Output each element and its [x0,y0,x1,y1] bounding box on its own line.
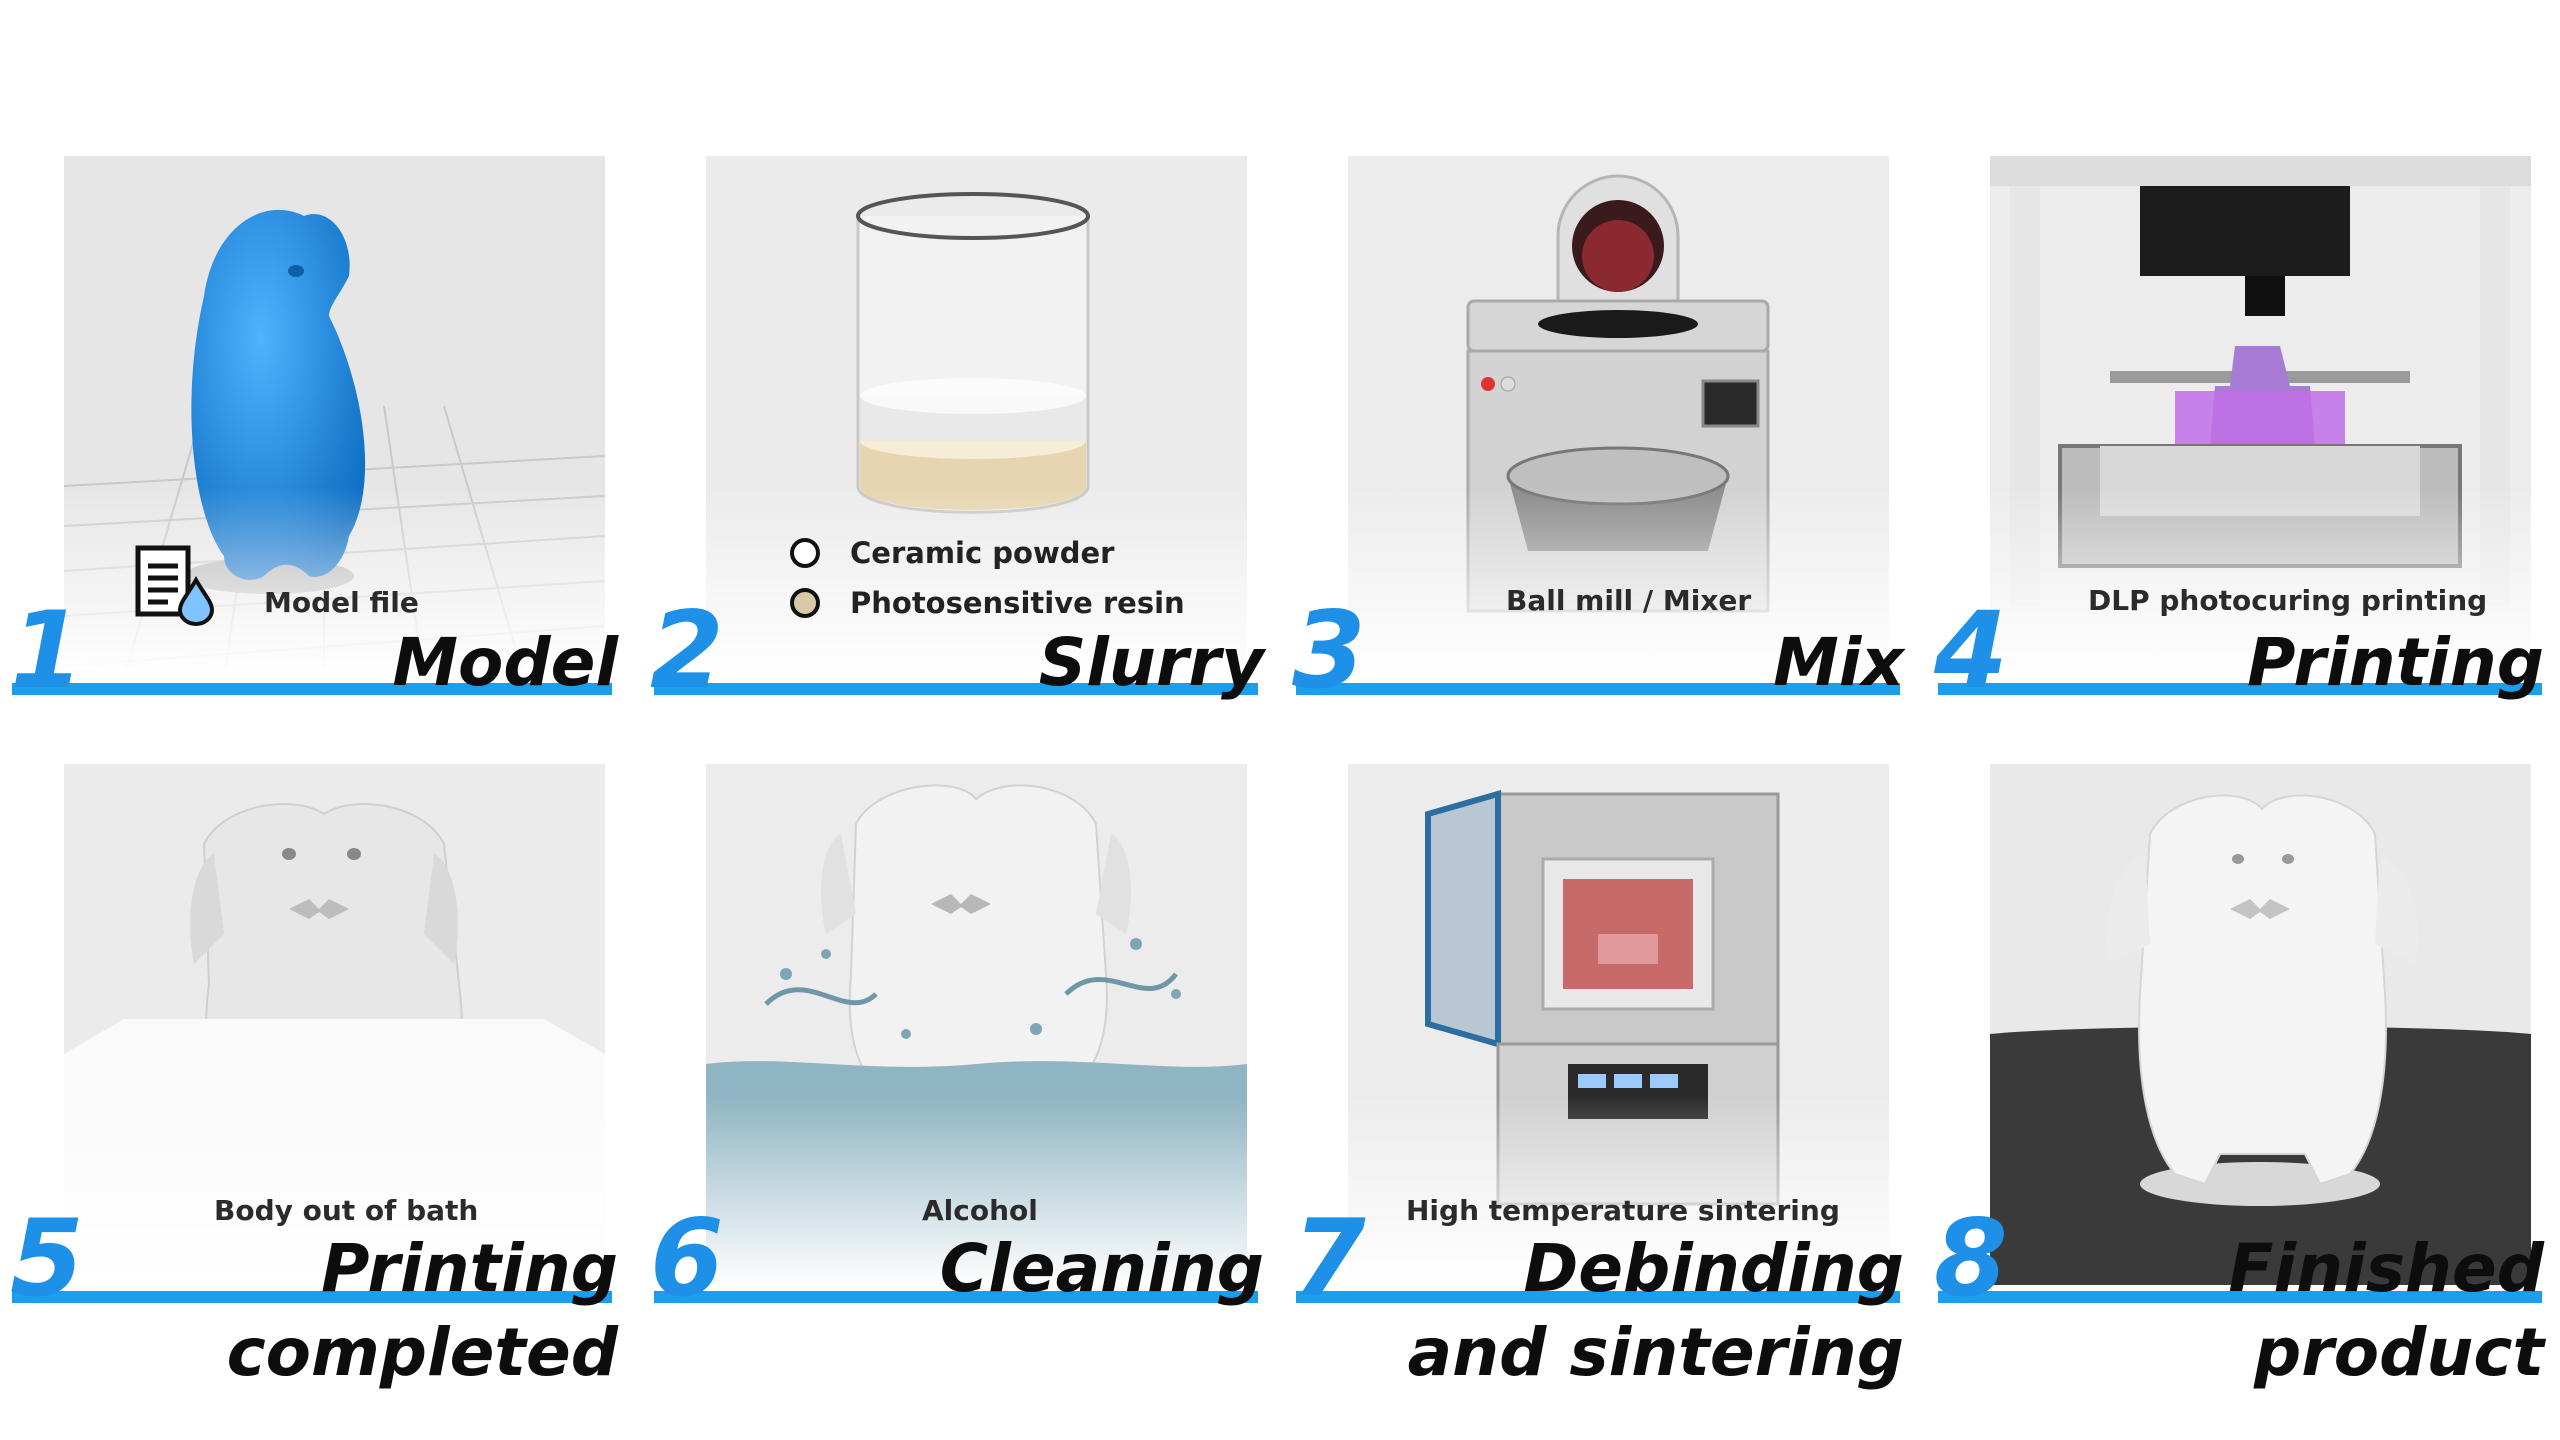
step-title: Cleaning [939,1230,1264,1307]
step-title: Printing [321,1230,618,1307]
step-underline [654,683,1258,695]
step-number: 5 [10,1197,84,1320]
step-title: Model [392,624,618,701]
beige-circle-icon [790,588,820,618]
card-printing: DLP photocuring printing [1990,156,2531,677]
step-title: Finished [2228,1230,2544,1307]
step-number: 1 [10,589,84,712]
card-cleaning: Alcohol [706,764,1247,1285]
step-title: Slurry [1038,624,1264,701]
card-debinding-sintering: High temperature sintering [1348,764,1889,1285]
caption-high-temperature-sintering: High temperature sintering [1406,1194,1840,1227]
step-underline [654,1291,1258,1303]
card-model: Model file [64,156,605,677]
card-mix: Ball mill / Mixer [1348,156,1889,677]
step-underline [1296,683,1900,695]
step-title-line2: product [2253,1314,2544,1391]
caption-body-out-of-bath: Body out of bath [214,1194,479,1227]
step-number: 8 [1934,1197,2008,1320]
step-underline [12,1291,612,1303]
card-finished-product [1990,764,2531,1285]
step-underline [12,683,612,695]
step-title-line2: completed [226,1314,618,1391]
legend-ceramic-powder: Ceramic powder [790,536,1114,570]
water-drop-icon [177,576,215,626]
caption-alcohol: Alcohol [922,1194,1038,1227]
step-title-line2: and sintering [1407,1314,1904,1391]
white-circle-icon [790,538,820,568]
legend-label: Photosensitive resin [850,586,1185,620]
step-underline [1938,1291,2542,1303]
caption-model-file: Model file [264,586,419,619]
caption-dlp-photocuring: DLP photocuring printing [2088,584,2488,617]
caption-ball-mill-mixer: Ball mill / Mixer [1506,584,1752,617]
step-title: Mix [1773,624,1904,701]
card-printing-completed: Body out of bath [64,764,605,1285]
step-number: 6 [650,1197,724,1320]
legend-photosensitive-resin: Photosensitive resin [790,586,1185,620]
legend-label: Ceramic powder [850,536,1115,570]
step-number: 4 [1934,589,2008,712]
step-underline [1296,1291,1900,1303]
finished-bear-product-illustration [1990,764,2531,1285]
step-underline [1938,683,2542,695]
card-slurry: Ceramic powder Photosensitive resin [706,156,1247,677]
step-title: Printing [2247,624,2544,701]
step-number: 3 [1292,589,1366,712]
step-title: Debinding [1523,1230,1905,1307]
step-number: 2 [650,589,724,712]
document-icon [135,545,191,617]
step-number: 7 [1292,1197,1366,1320]
